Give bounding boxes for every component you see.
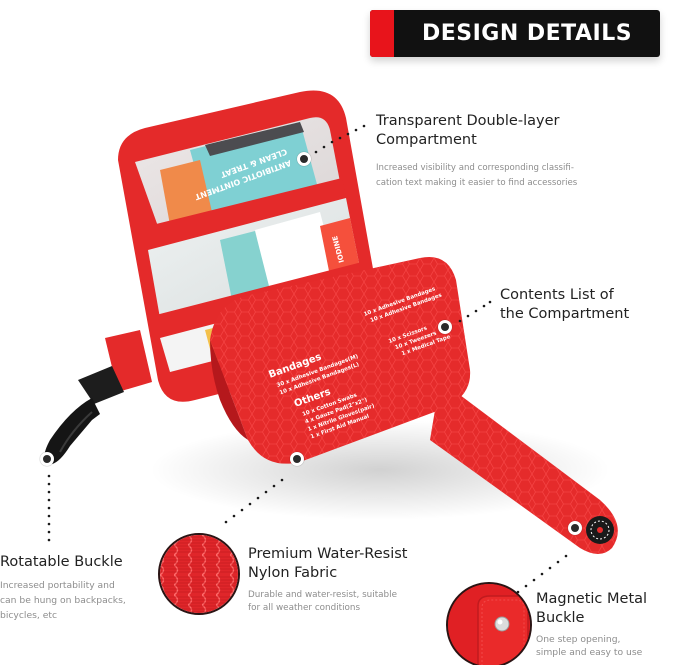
pouch-label-item: 10 x Adhesive Bandages <box>363 286 437 318</box>
feature-desc-line: for all weather conditions <box>248 603 361 613</box>
pouch-label-item: 1 x Medical Tape <box>401 334 452 357</box>
feature-title-line: Compartment <box>376 132 477 148</box>
feature-description: Increased visibility and corresponding c… <box>376 161 676 191</box>
pouch-label-item: 10 x Tweezers <box>394 330 438 351</box>
marker-transparent-compartment <box>297 152 311 166</box>
feature-desc-line: One step opening, <box>536 634 621 645</box>
magnetic-snap-icon <box>448 584 530 665</box>
feature-title-line: Transparent Double-layer <box>376 113 560 129</box>
feature-desc-line: can be hung on backpacks, <box>0 595 126 606</box>
feature-title-line: Buckle <box>536 610 585 626</box>
feature-desc-line: Increased portability and <box>0 580 115 591</box>
feature-desc-line: cation text making it easier to find acc… <box>376 178 578 188</box>
pouch-label-item: 10 x Adhesive Bandages <box>370 292 444 324</box>
marker-contents-list <box>438 320 452 334</box>
packet-text: ANTIBIOTIC OINTMENT <box>193 158 292 201</box>
feature-title: Contents List of the Compartment <box>500 286 679 324</box>
feature-description: Durable and water-resist, suitable for a… <box>248 589 448 615</box>
pouch-label-item: 1 x First Aid Manual <box>310 414 370 441</box>
feature-title-line: Premium Water-Resist <box>248 546 408 562</box>
pouch-label-bandages: Bandages <box>267 352 323 381</box>
fabric-texture-icon <box>160 535 238 613</box>
pouch-label-others: Others <box>293 386 333 409</box>
feature-description: One step opening, simple and easy to use <box>536 633 679 659</box>
feature-desc-line: Durable and water-resist, suitable <box>248 590 397 600</box>
pouch-label-item: 10 x Scissors <box>388 325 429 345</box>
pouch-label-item: 4 x Gauze Pad(2"x2") <box>304 397 368 425</box>
feature-description: Increased portability and can be hung on… <box>0 578 160 623</box>
packet-text: CLEAN & TREAT <box>219 147 288 180</box>
feature-rotatable-buckle: Rotatable Buckle Increased portability a… <box>0 553 160 623</box>
feature-title-line: Contents List of <box>500 287 614 303</box>
pouch-label-item: 30 x Adhesive Bandages(M) <box>276 354 359 389</box>
feature-transparent-compartment: Transparent Double-layer Compartment Inc… <box>376 112 676 191</box>
marker-nylon-fabric <box>290 452 304 466</box>
feature-title: Transparent Double-layer Compartment <box>376 112 676 150</box>
feature-magnetic-buckle: Magnetic Metal Buckle One step opening, … <box>536 590 679 659</box>
marker-magnetic-buckle <box>568 521 582 535</box>
feature-contents-list: Contents List of the Compartment <box>500 286 679 324</box>
buckle-closeup-image <box>446 582 532 665</box>
feature-desc-line: simple and easy to use <box>536 647 643 658</box>
pouch-label-item: 1 x Nitrile Gloves(pair) <box>307 403 376 433</box>
packet-text: IODINE <box>331 235 346 264</box>
feature-title: Magnetic Metal Buckle <box>536 590 679 628</box>
pouch-label-item: 10 x Cotton Swabs <box>302 392 359 418</box>
fabric-closeup-image <box>158 533 240 615</box>
badge-accent-bar <box>370 10 394 57</box>
feature-title-line: Magnetic Metal <box>536 591 648 607</box>
feature-title: Premium Water-Resist Nylon Fabric <box>248 545 448 583</box>
feature-nylon-fabric: Premium Water-Resist Nylon Fabric Durabl… <box>248 545 448 615</box>
feature-desc-line: bicycles, etc <box>0 610 58 621</box>
pouch-label-item: 10 x Adhesive Bandages(L) <box>279 362 361 397</box>
feature-title-line: Nylon Fabric <box>248 565 338 581</box>
feature-title-line: the Compartment <box>500 306 630 322</box>
design-details-badge: DESIGN DETAILS <box>370 10 660 57</box>
feature-title-line: Rotatable Buckle <box>0 554 123 570</box>
feature-title: Rotatable Buckle <box>0 553 160 572</box>
marker-rotatable-buckle <box>40 452 54 466</box>
page-title: DESIGN DETAILS <box>421 21 633 46</box>
feature-desc-line: Increased visibility and corresponding c… <box>376 163 574 173</box>
